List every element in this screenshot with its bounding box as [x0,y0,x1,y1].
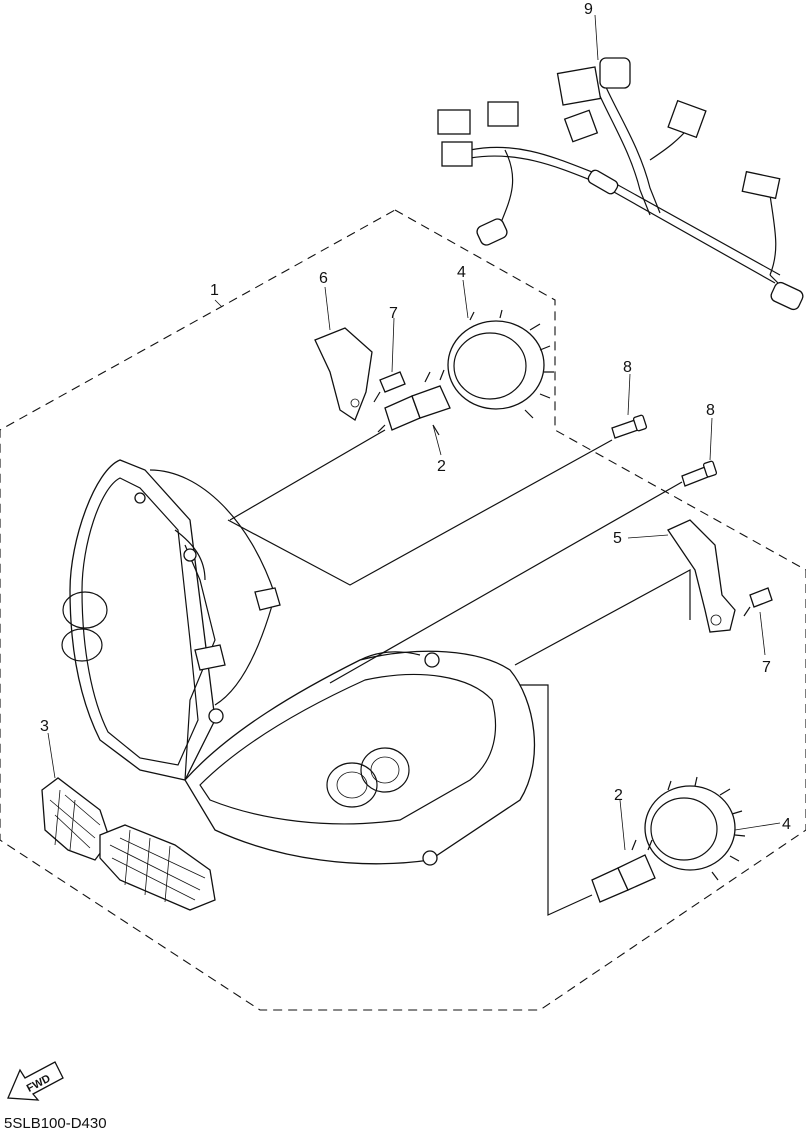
drawing-code: 5SLB100-D430 [4,1115,107,1130]
screws [611,414,718,487]
bulb-cover-upper [447,309,554,419]
callout-5: 5 [613,530,622,547]
bulb-lower [591,839,656,903]
bracket [667,519,736,633]
callout-7-lower: 7 [762,659,771,676]
small-bulb-lower [743,587,773,617]
forward-arrow-icon: FWD [7,1061,64,1101]
callout-8-lower: 8 [706,402,715,419]
bulb-upper [377,369,451,436]
assembly-boundary [0,209,806,1011]
callout-8-upper: 8 [623,359,632,376]
callout-9: 9 [584,1,593,18]
wire-harness [437,57,804,311]
callout-2-upper: 2 [437,458,446,475]
leader-lines [47,14,781,916]
callout-6: 6 [319,270,328,287]
callout-3: 3 [40,718,49,735]
bulb-cover-lower [644,776,746,881]
small-bulb-upper [373,371,406,403]
headlight-assembly [61,459,536,866]
grille-cover [41,777,216,911]
callout-4-upper: 4 [457,264,466,281]
socket-clip [314,327,373,421]
callout-1: 1 [210,282,219,299]
callout-2-lower: 2 [614,787,623,804]
callout-4-lower: 4 [782,816,791,833]
callout-7-upper: 7 [389,305,398,322]
